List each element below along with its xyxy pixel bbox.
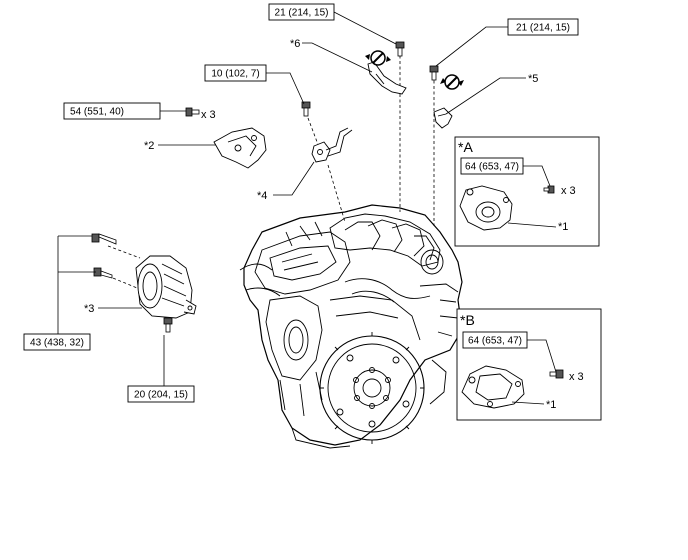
bolt-2 xyxy=(185,107,200,117)
callout-3: *3 xyxy=(84,303,94,315)
svg-text:20 (204, 15): 20 (204, 15) xyxy=(134,390,188,401)
part-2-bracket xyxy=(213,127,267,169)
torque-box-2: 54 (551, 40) xyxy=(63,102,161,120)
torque-box-4: 10 (102, 7) xyxy=(204,64,267,82)
torque-box-alternator-lower: 20 (204, 15) xyxy=(127,385,195,403)
engine-assembly xyxy=(239,204,463,449)
inset-a-part xyxy=(459,185,513,231)
torque-box-6: 21 (214, 15) xyxy=(268,3,335,21)
part-3-alternator xyxy=(135,255,197,319)
no-reuse-icon xyxy=(365,50,391,66)
svg-text:54 (551, 40): 54 (551, 40) xyxy=(70,107,124,118)
inset-a-quantity: x 3 xyxy=(561,185,576,197)
part-4-pipe-bracket xyxy=(311,127,353,163)
svg-text:10 (102, 7): 10 (102, 7) xyxy=(211,69,259,80)
inset-b-part xyxy=(461,365,525,409)
svg-text:21 (214, 15): 21 (214, 15) xyxy=(516,23,570,34)
no-reuse-icon xyxy=(440,74,464,90)
torque-box-alternator-upper: 43 (438, 32) xyxy=(23,333,91,351)
inset-a: *A 64 (653, 47) x 3 *1 xyxy=(454,136,600,247)
bolt-4 xyxy=(301,101,311,117)
alternator-bolt-middle xyxy=(93,267,113,279)
callout-2: *2 xyxy=(144,140,154,152)
inset-b-torque: 64 (653, 47) xyxy=(468,336,522,347)
inset-b-quantity: x 3 xyxy=(569,371,584,383)
svg-text:43 (438, 32): 43 (438, 32) xyxy=(30,338,84,349)
callout-6: *6 xyxy=(290,38,300,50)
inset-a-torque: 64 (653, 47) xyxy=(465,162,519,173)
svg-text:21 (214, 15): 21 (214, 15) xyxy=(275,8,329,19)
inset-b: *B 64 (653, 47) x 3 *1 xyxy=(456,308,602,421)
alternator-bolt-lower xyxy=(163,317,173,333)
part-6-bracket xyxy=(367,61,407,95)
torque-box-5: 21 (214, 15) xyxy=(507,18,579,36)
bolt-6 xyxy=(395,41,405,57)
part-5-bracket xyxy=(433,107,453,129)
leader-lines xyxy=(57,11,526,386)
callout-5: *5 xyxy=(528,73,538,85)
inset-a-callout: *1 xyxy=(558,221,568,233)
inset-a-title: *A xyxy=(458,139,473,155)
inset-b-title: *B xyxy=(460,312,475,328)
inset-b-callout: *1 xyxy=(546,399,556,411)
quantity-label: x 3 xyxy=(201,109,216,121)
callout-4: *4 xyxy=(257,190,267,202)
bolt-5 xyxy=(429,65,439,81)
alternator-bolt-upper xyxy=(91,233,117,245)
